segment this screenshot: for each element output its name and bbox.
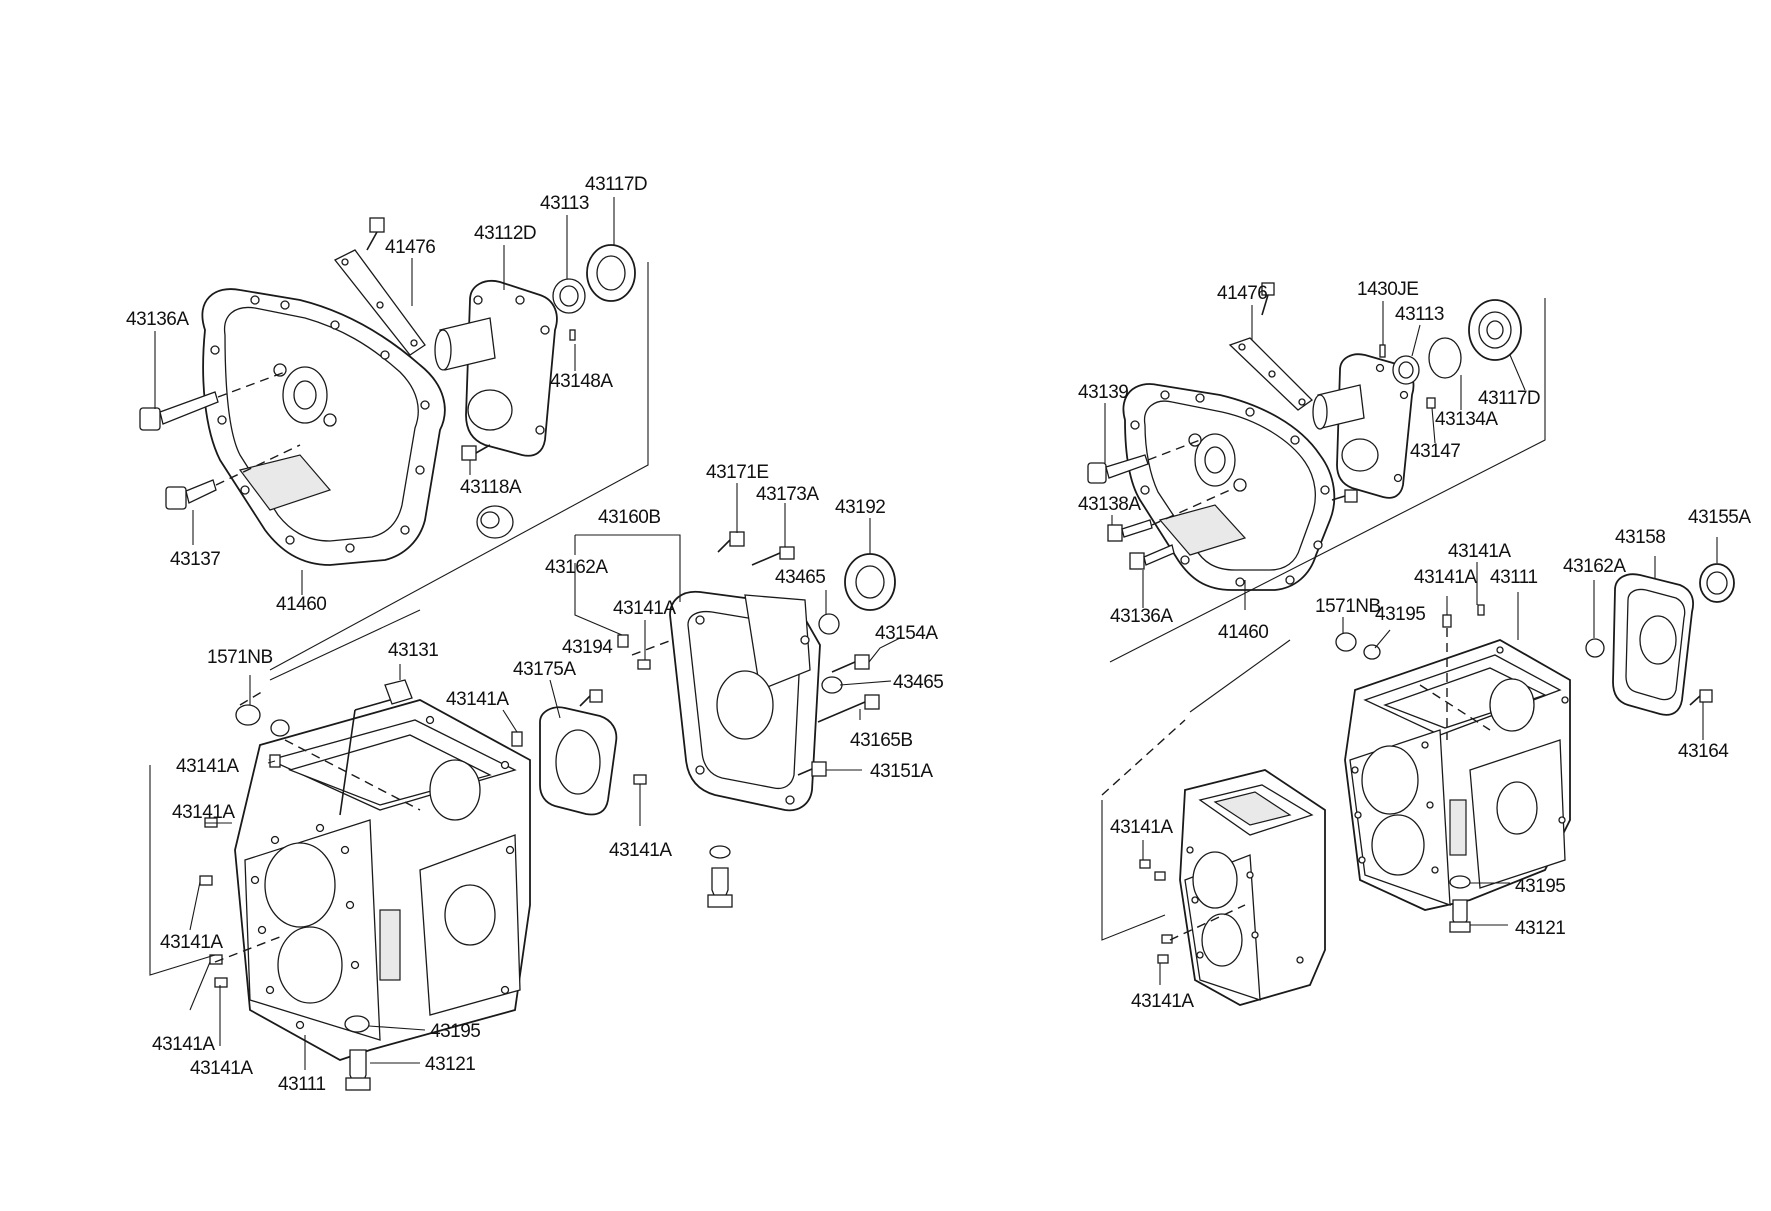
label-43141a-ext-upper: 43141A: [613, 598, 676, 619]
label-1571nb-right: 1571NB: [1315, 596, 1381, 617]
label-43111: 43111: [278, 1074, 326, 1095]
label-43141a-case-top: 43141A: [446, 689, 509, 710]
label-43165b: 43165B: [850, 730, 913, 751]
label-43137: 43137: [170, 549, 220, 570]
label-43175a: 43175A: [513, 659, 576, 680]
label-43154a: 43154A: [875, 623, 938, 644]
left-assembly-drawing: [139, 217, 896, 1091]
label-43173a: 43173A: [756, 484, 819, 505]
label-43148a: 43148A: [550, 371, 613, 392]
rear-cover-43158: [1612, 573, 1694, 716]
bolt-43136a: [139, 391, 219, 431]
label-43121-right: 43121: [1515, 918, 1565, 939]
label-43141a-right-mid: 43141A: [1414, 567, 1477, 588]
label-43118a: 43118A: [460, 477, 522, 498]
label-43117d-right: 43117D: [1478, 388, 1540, 409]
label-43160b: 43160B: [598, 507, 661, 528]
label-43192: 43192: [835, 497, 885, 518]
label-43113-right: 43113: [1395, 304, 1444, 325]
extension-housing-43160b: [669, 590, 821, 812]
label-41476-right: 41476: [1217, 283, 1267, 304]
right-assembly-labels: 41476 1430JE 43113 43139 43117D 43134A 4…: [1078, 279, 1752, 1012]
label-43151a: 43151A: [870, 761, 933, 782]
label-43158: 43158: [1615, 527, 1665, 548]
label-43162a-right: 43162A: [1563, 556, 1626, 577]
label-43195-right-top: 43195: [1375, 604, 1425, 625]
label-43141a-left-1: 43141A: [176, 756, 239, 777]
right-assembly-drawing: [1087, 282, 1735, 1006]
label-43138a: 43138A: [1078, 494, 1141, 515]
label-43171e: 43171E: [706, 462, 769, 483]
label-41460: 41460: [276, 594, 326, 615]
left-assembly-labels: 43117D 43113 43112D 41476 43136A 43148A …: [126, 174, 944, 1095]
front-cover-43112d: [434, 280, 558, 457]
transmission-case-left: [234, 699, 531, 1061]
front-cover-right: [1312, 353, 1415, 499]
label-1571nb: 1571NB: [207, 647, 273, 668]
label-43465-lower: 43465: [893, 672, 943, 693]
label-43134a: 43134A: [1435, 409, 1498, 430]
bolt-43137: [165, 479, 217, 510]
label-43141a-left-3: 43141A: [160, 932, 223, 953]
label-43131: 43131: [388, 640, 438, 661]
label-43113: 43113: [540, 193, 589, 214]
label-43195-right-bottom: 43195: [1515, 876, 1565, 897]
label-43141a-right-bottom: 43141A: [1131, 991, 1194, 1012]
label-43155a: 43155A: [1688, 507, 1751, 528]
label-41460-right: 41460: [1218, 622, 1268, 643]
label-43141a-left-4: 43141A: [152, 1034, 215, 1055]
bushing: [476, 505, 514, 539]
label-43141a-ext-lower: 43141A: [609, 840, 672, 861]
bolt-43118a: [461, 444, 491, 461]
gasket-43175a: [539, 706, 618, 816]
label-41476: 41476: [385, 237, 435, 258]
label-43121: 43121: [425, 1054, 475, 1075]
label-43147: 43147: [1410, 441, 1460, 462]
plate-41476: [333, 217, 426, 356]
label-43141a-left-5: 43141A: [190, 1058, 253, 1079]
label-43117d: 43117D: [585, 174, 647, 195]
label-43139: 43139: [1078, 382, 1128, 403]
label-43136a-right: 43136A: [1110, 606, 1173, 627]
label-43195: 43195: [430, 1021, 480, 1042]
label-43164: 43164: [1678, 741, 1729, 762]
transmission-case-right: [1344, 639, 1571, 911]
label-43141a-left-2: 43141A: [172, 802, 235, 823]
pin-43148a: [569, 329, 576, 341]
label-1430je: 1430JE: [1357, 279, 1418, 300]
label-43162a: 43162A: [545, 557, 608, 578]
leader-lines: [154, 197, 1718, 1070]
clutch-housing-right: [1122, 383, 1336, 591]
label-43111-right: 43111: [1490, 567, 1538, 588]
label-43194: 43194: [562, 637, 613, 658]
label-43136a: 43136A: [126, 309, 189, 330]
adapter-case-right: [1179, 769, 1326, 1006]
label-43465-upper: 43465: [775, 567, 825, 588]
clutch-housing-left: [201, 288, 446, 566]
label-43112d: 43112D: [474, 223, 536, 244]
label-43141a-right-left: 43141A: [1110, 817, 1173, 838]
label-43141a-right-top: 43141A: [1448, 541, 1511, 562]
